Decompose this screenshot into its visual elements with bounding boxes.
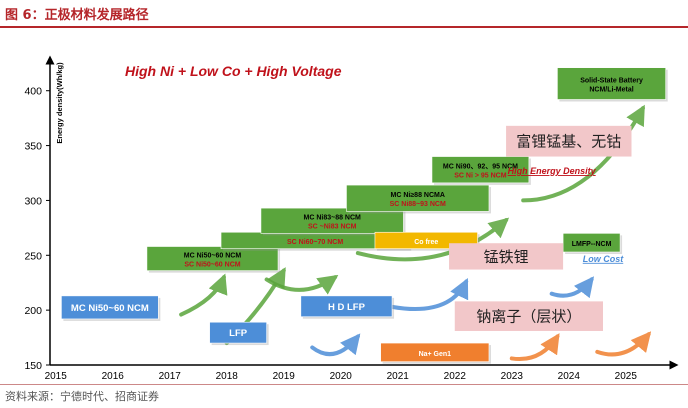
y-tick-label: 250 — [24, 250, 42, 262]
bar-label: LMFP--NCM — [572, 241, 612, 248]
trend-arrow — [355, 217, 510, 262]
category-box-2 — [454, 301, 603, 331]
material-bar-10 — [562, 233, 621, 253]
trend-arrow — [179, 273, 228, 317]
material-bar-4 — [346, 184, 490, 212]
y-tick-label: 300 — [24, 195, 42, 207]
trend-arrow — [549, 276, 595, 299]
bar-label-secondary: SC Ni50~60 NCM — [184, 262, 240, 269]
category-box-1 — [449, 243, 564, 270]
bar-label-primary: MC Ni83~88 NCM — [304, 215, 362, 222]
x-tick-label: 2015 — [45, 371, 68, 382]
trend-arrow — [310, 333, 361, 357]
category-box-label: 锰铁锂 — [484, 248, 529, 266]
x-tick-label: 2018 — [216, 371, 239, 382]
x-tick-label: 2024 — [558, 371, 581, 382]
figure-title: 图 6：正极材料发展路径 — [5, 8, 149, 23]
bar-label-primary: MC Ni90、92、95 NCM — [443, 164, 518, 171]
bar-label: SC Ni60~70 NCM — [287, 239, 343, 246]
x-tick-label: 2016 — [102, 371, 125, 382]
material-bar-11 — [380, 342, 490, 363]
material-bar-1 — [146, 246, 279, 271]
footer-rule — [0, 384, 688, 385]
trend-arrow — [390, 278, 469, 312]
annotation-label: High Energy Density — [508, 166, 597, 176]
bar-label-primary: MC Ni≥88 NCMA — [391, 192, 445, 199]
bar-label-secondary: SC ~Ni83 NCM — [308, 224, 357, 231]
bar-label-secondary: NCM/Li-Metal — [589, 87, 633, 94]
category-box-label: 钠离子（层状） — [476, 308, 581, 326]
bar-label: LFP — [229, 328, 248, 339]
material-bar-9 — [300, 295, 393, 318]
trend-arrow — [595, 331, 652, 357]
y-tick-label: 350 — [24, 141, 42, 153]
x-tick-label: 2022 — [444, 371, 467, 382]
trend-arrow — [509, 333, 560, 362]
material-bar-0 — [61, 295, 159, 320]
bar-label-primary: Solid-State Battery — [580, 78, 643, 85]
chart-axes: 150 200 250 300 350 400 2015 2016 2017 2018 2019 20… — [24, 55, 679, 382]
x-tick-label: 2017 — [159, 371, 182, 382]
x-tick-label: 2021 — [387, 371, 410, 382]
y-tick-label: 400 — [24, 86, 42, 98]
energy-density-chart: MC Ni50~60 NCM MC Ni50~60 NCM SC Ni50~60 N… — [24, 55, 679, 382]
material-bar-6 — [431, 156, 530, 184]
material-bar-8 — [209, 321, 267, 344]
chart-title: High Ni + Low Co + High Voltage — [125, 63, 342, 79]
y-axis-label: Energy density(Wh/kg) — [55, 62, 64, 144]
chart-labels: High Ni + Low Co + High Voltage 富锂锰基、无钴锰铁… — [125, 63, 632, 331]
material-bar-3 — [260, 207, 404, 234]
header-rule — [0, 26, 688, 28]
y-tick-label: 200 — [24, 305, 42, 317]
bar-label-primary: MC Ni50~60 NCM — [184, 253, 242, 260]
material-bar-7 — [557, 67, 667, 100]
x-tick-label: 2023 — [501, 371, 524, 382]
x-tick-label: 2019 — [273, 371, 296, 382]
category-box-0 — [506, 125, 632, 157]
x-tick-label: 2020 — [330, 371, 353, 382]
bar-label: Na+ Gen1 — [419, 351, 452, 358]
bar-label-secondary: SC Ni > 95 NCM — [454, 173, 506, 180]
category-box-label: 富锂锰基、无钴 — [516, 133, 621, 151]
bar-label: MC Ni50~60 NCM — [71, 303, 149, 314]
source-note: 资料来源：宁德时代、招商证券 — [5, 390, 159, 403]
bar-label: H D LFP — [328, 302, 366, 313]
x-tick-label: 2025 — [615, 371, 638, 382]
bar-label-secondary: SC Ni88~93 NCM — [390, 201, 446, 208]
bar-label: Co free — [414, 239, 438, 246]
annotation-label: Low Cost — [583, 254, 624, 264]
y-tick-label: 150 — [24, 360, 42, 372]
material-bars: MC Ni50~60 NCM MC Ni50~60 NCM SC Ni50~60 N… — [61, 67, 668, 364]
